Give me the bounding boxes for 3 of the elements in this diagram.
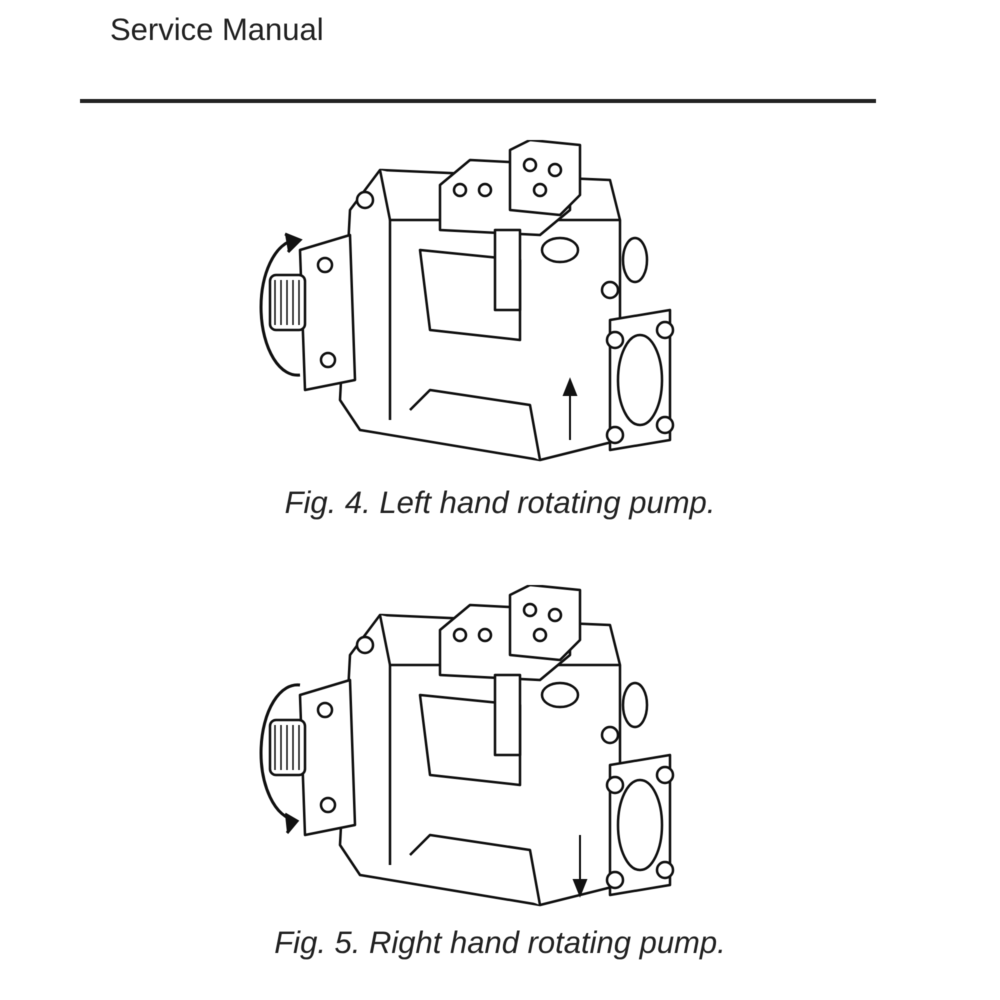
figure-caption: Fig. 4. Left hand rotating pump. [284,485,716,521]
figure-caption: Fig. 5. Right hand rotating pump. [274,925,726,961]
page-title: Service Manual [110,12,324,48]
